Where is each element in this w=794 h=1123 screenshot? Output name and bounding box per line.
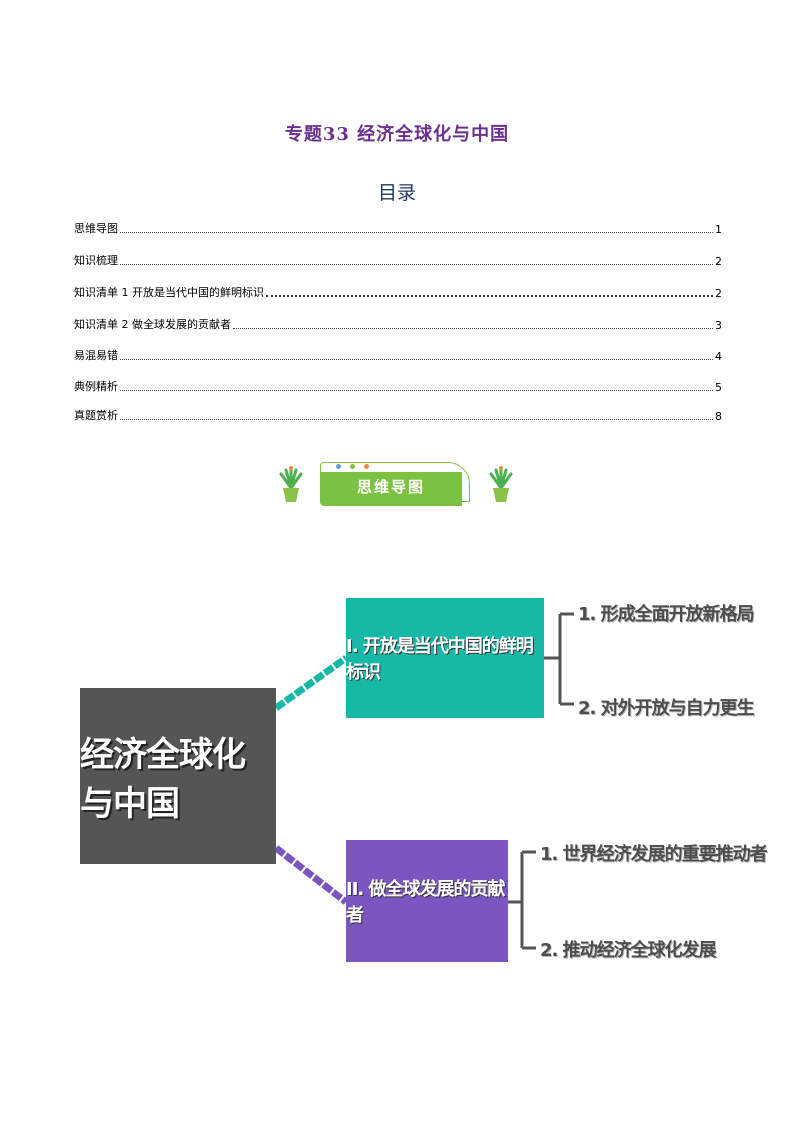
toc-entry-title: 思维导图 <box>74 222 118 235</box>
toc-heading: 目录 <box>377 182 416 204</box>
toc-entry[interactable]: 知识梳理 2 <box>74 250 722 268</box>
toc-entry-title: 真题赏析 <box>74 409 118 422</box>
toc-entry-title: 易混易错 <box>74 349 118 362</box>
banner-dot <box>336 464 341 469</box>
mindmap-branch-1: I. 开放是当代中国的鲜明标识 <box>346 598 544 718</box>
toc-entry-title: 知识清单 2 做全球发展的贡献者 <box>74 318 231 331</box>
toc-entry-page: 8 <box>715 410 722 423</box>
toc-entry[interactable]: 易混易错 4 <box>74 345 722 363</box>
toc-entry[interactable]: 思维导图 1 <box>74 218 722 236</box>
mindmap-branch-2: II. 做全球发展的贡献者 <box>346 840 508 962</box>
toc-entry-page: 5 <box>715 381 722 394</box>
toc-entry[interactable]: 知识清单 1 开放是当代中国的鲜明标识 2 <box>74 282 722 300</box>
mindmap-leaf: 2. 推动经济全球化发展 <box>540 940 717 961</box>
banner-dot <box>350 464 355 469</box>
toc-leader-dots <box>120 390 713 391</box>
toc-entry-title: 典例精析 <box>74 380 118 393</box>
banner-tab <box>320 472 462 506</box>
toc-entry-page: 3 <box>715 319 722 332</box>
toc-entry-title: 知识清单 1 开放是当代中国的鲜明标识 <box>74 286 264 299</box>
toc-leader-dots <box>233 328 713 329</box>
mindmap-root: 经济全球化与中国 <box>80 688 276 864</box>
banner-label: 思维导图 <box>356 478 425 496</box>
section-banner: 思维导图 <box>276 458 518 510</box>
toc-entry[interactable]: 典例精析 5 <box>74 376 722 394</box>
mindmap-branch-label: I. 开放是当代中国的鲜明标识 <box>346 636 534 683</box>
mindmap-leaf: 2. 对外开放与自力更生 <box>578 698 755 719</box>
toc-leader-dots <box>120 419 713 420</box>
mindmap-branch-label: II. 做全球发展的贡献者 <box>346 879 506 926</box>
toc-entry-title: 知识梳理 <box>74 254 118 267</box>
mindmap-leaf: 1. 形成全面开放新格局 <box>578 604 755 625</box>
toc-leader-dots <box>266 295 713 297</box>
potted-plant-icon <box>489 466 513 502</box>
toc-leader-dots <box>120 264 713 265</box>
toc-leader-dots <box>120 359 713 360</box>
toc-entry-page: 2 <box>715 287 722 300</box>
mindmap-leaf: 1. 世界经济发展的重要推动者 <box>540 844 768 865</box>
banner-dot <box>364 464 369 469</box>
toc-entry-page: 4 <box>715 350 722 363</box>
toc-entry[interactable]: 知识清单 2 做全球发展的贡献者 3 <box>74 314 722 332</box>
toc-leader-dots <box>120 232 713 233</box>
toc-entry[interactable]: 真题赏析 8 <box>74 405 722 423</box>
toc-entry-page: 1 <box>715 223 722 236</box>
potted-plant-icon <box>279 466 303 502</box>
document-title: 专题33 经济全球化与中国 <box>284 124 510 145</box>
toc-entry-page: 2 <box>715 255 722 268</box>
mindmap-root-label: 经济全球化与中国 <box>80 735 246 824</box>
